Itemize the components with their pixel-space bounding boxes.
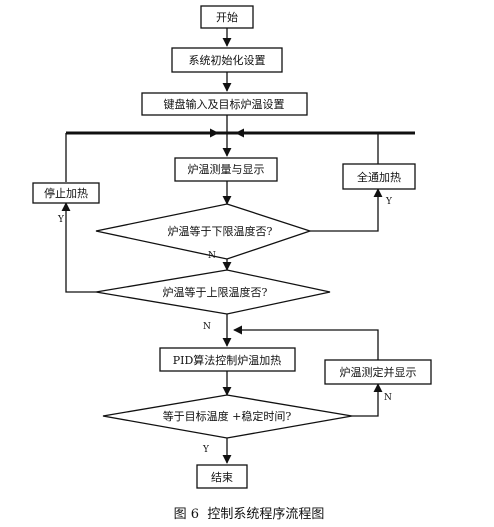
label-n-upper: N [203,322,211,332]
figure-caption: 图 6 控制系统程序流程图 [174,507,325,522]
node-start: 开始 [200,5,254,29]
node-init-label: 系统初始化设置 [189,53,266,67]
node-keyboard: 键盘输入及目标炉温设置 [141,92,308,116]
node-cond-target: 等于目标温度 +稳定时间? [102,394,353,439]
node-measure2-label: 炉温测定并显示 [340,365,417,379]
node-measure-label: 炉温测量与显示 [188,163,265,176]
node-stop-heat-label: 停止加热 [44,186,88,200]
connectors [61,28,415,464]
label-n-target: N [384,393,392,403]
node-measure2: 炉温测定并显示 [324,359,432,385]
label-y-target: Y [202,445,210,455]
node-pid-label: PID算法控制炉温加热 [173,353,282,367]
label-y-stop: Y [57,215,65,225]
edge-lower-full [310,188,383,232]
node-end: 结束 [196,464,248,489]
node-cond-upper-label: 炉温等于上限温度否? [163,285,268,299]
node-full-heat-label: 全通加热 [357,170,401,184]
node-keyboard-label: 键盘输入及目标炉温设置 [164,97,285,111]
edge-upper-stop [61,202,96,293]
node-start-label: 开始 [216,10,238,24]
node-cond-target-label: 等于目标温度 +稳定时间? [163,409,292,423]
node-pid: PID算法控制炉温加热 [159,347,296,372]
node-cond-upper: 炉温等于上限温度否? [95,269,331,315]
label-y-full: Y [385,197,393,207]
node-stop-heat: 停止加热 [32,182,100,204]
label-n-lower: N [208,251,216,261]
node-init: 系统初始化设置 [171,47,283,73]
node-end-label: 结束 [211,471,233,484]
edge-target-measure2 [352,383,383,417]
node-full-heat: 全通加热 [342,163,416,190]
edge-measure2-pid [233,325,379,360]
node-cond-lower: 炉温等于下限温度否? [95,203,313,260]
node-measure: 炉温测量与显示 [174,157,278,182]
node-cond-lower-label: 炉温等于下限温度否? [168,224,273,238]
